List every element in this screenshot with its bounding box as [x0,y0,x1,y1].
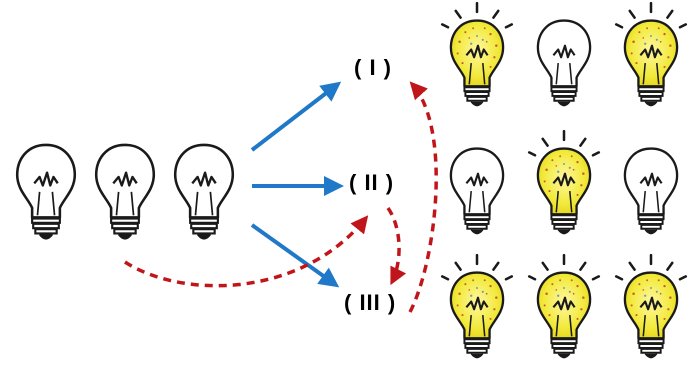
state-ii-label: ( II ) [349,170,395,195]
initial-bulbs [15,143,235,241]
lightbulb-on-icon [614,1,688,107]
lightbulb-off-icon [15,143,77,241]
lightbulb-on-icon [527,253,601,359]
state-iii-label: ( III ) [344,290,397,315]
dashed-arrow-initial-to-state-ii [124,215,369,288]
dashed-arrow-state-iii-to-state-i [408,81,438,313]
lightbulb-on-icon [440,253,514,359]
state-i-label: ( I ) [354,55,392,80]
arrow-to-state-iii [250,223,340,288]
lightbulb-on-icon [440,1,514,107]
lightbulb-off-icon [94,143,156,241]
lightbulb-off-icon [173,143,235,241]
arrow-to-state-i [250,81,342,152]
lightbulb-off-icon [449,147,505,235]
lightbulb-off-icon [536,19,592,107]
lightbulb-off-icon [623,147,679,235]
lightbulb-on-icon [527,129,601,235]
dashed-arrow-state-ii-to-state-iii [386,206,407,286]
final-bulb-grid [440,1,688,359]
lightbulb-on-icon [614,253,688,359]
